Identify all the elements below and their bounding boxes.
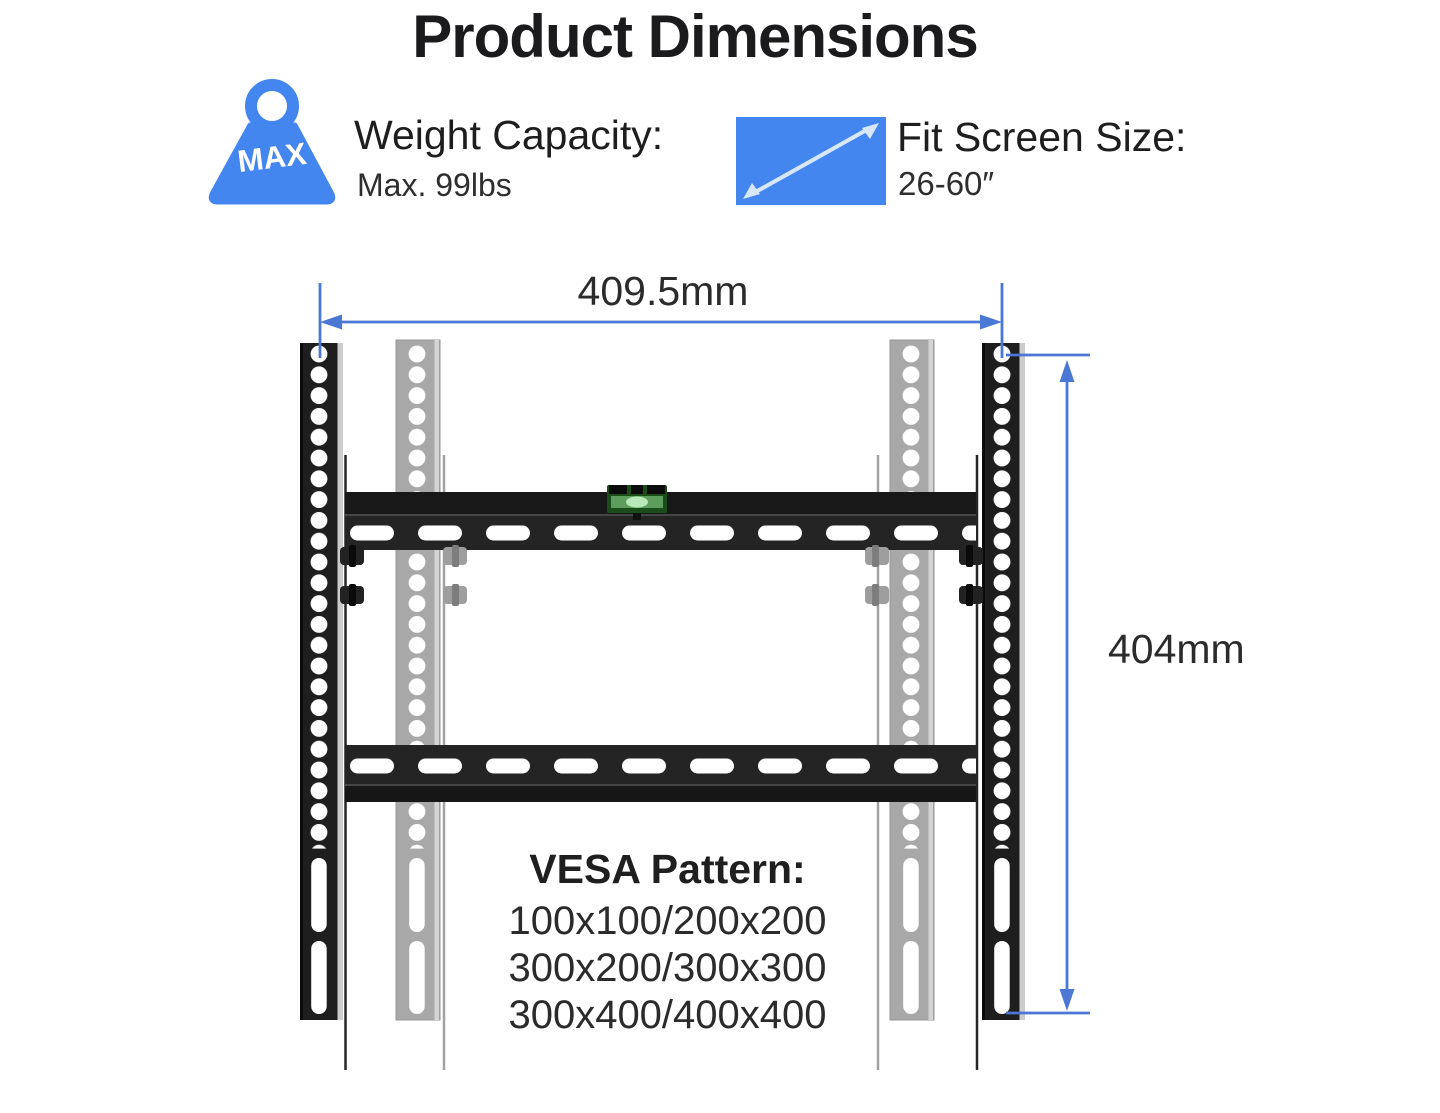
weight-capacity-label: Weight Capacity: [354,112,664,158]
wall-plate-right [982,343,1025,1020]
top-rail [345,492,976,550]
vesa-pattern-line: 100x100/200x200 [508,899,827,943]
vesa-pattern-line: 300x400/400x400 [508,993,827,1037]
fit-screen-size-value: 26-60″ [898,165,995,202]
vesa-heading: VESA Pattern: [529,846,806,892]
wall-plate-left [300,343,343,1020]
vesa-pattern-block: VESA Pattern: 100x100/200x200 300x200/30… [470,846,865,1039]
bottom-rail [345,745,976,802]
mounting-bolts [340,545,983,606]
page-title: Product Dimensions [412,3,978,70]
screen-diagonal-arrow-icon [743,123,879,199]
screen-size-icon [736,117,886,205]
width-dimension-label: 409.5mm [577,268,749,314]
max-weight-icon [208,79,336,205]
vesa-pattern-line: 300x200/300x300 [508,946,827,990]
fit-screen-size-label: Fit Screen Size: [897,114,1187,160]
height-dimension-label: 404mm [1108,626,1245,672]
spirit-level [607,485,667,520]
height-dimension-line [1006,353,1090,1015]
weight-capacity-value: Max. 99lbs [357,167,512,203]
width-dimension-line [318,283,1004,358]
tv-bracket-ghost-right [889,339,935,1021]
tv-bracket-ghost-left [395,339,441,1021]
